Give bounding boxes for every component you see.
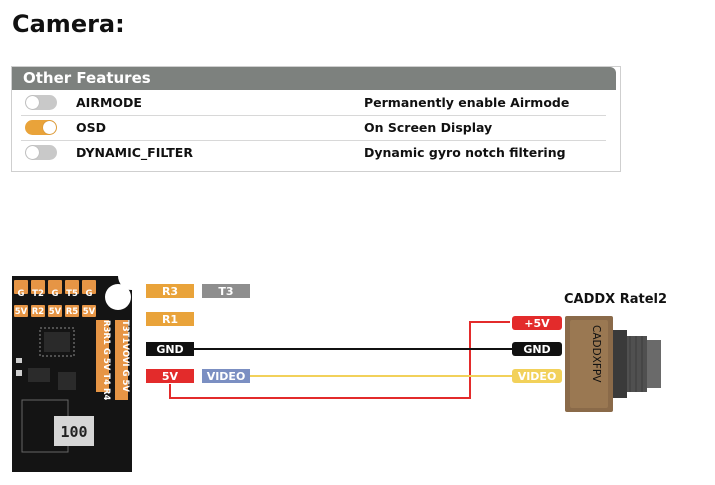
component: [28, 368, 50, 382]
pad-label: R5: [66, 307, 79, 317]
feature-toggle[interactable]: [25, 120, 57, 135]
mounting-hole: [105, 284, 131, 310]
feature-name: DYNAMIC_FILTER: [76, 145, 193, 160]
feature-description: Permanently enable Airmode: [364, 95, 570, 110]
mcu-chip: [44, 332, 70, 352]
panel-header: Other Features: [12, 67, 616, 90]
pad: [14, 305, 28, 317]
label-r3: R3: [162, 285, 178, 298]
camera-mount: [613, 330, 627, 398]
feature-row: OSD On Screen Display: [21, 116, 606, 141]
feature-description: On Screen Display: [364, 120, 493, 135]
chip-label-plate: [54, 416, 94, 446]
feature-toggle[interactable]: [25, 95, 57, 110]
wire-5v: [169, 321, 510, 399]
pad: [48, 305, 62, 317]
label-video-fc: VIDEO: [207, 370, 246, 383]
flight-controller-board: G T2 G T5 G 5V R2 5V R5 5V 100 R3R1 G 5V…: [12, 276, 132, 472]
feature-row: AIRMODE Permanently enable Airmode: [21, 91, 606, 116]
pad-label: R2: [32, 307, 45, 317]
page-title: Camera:: [12, 10, 125, 38]
component: [16, 370, 22, 376]
label-r1: R1: [162, 313, 178, 326]
side-pad-labels-top: R3R1 G 5V T4 R4: [101, 320, 111, 400]
side-pad-labels-bottom: T3T1VOVI G 5V: [120, 320, 130, 392]
pad: [82, 305, 96, 317]
toggle-knob: [43, 121, 56, 134]
feature-row: DYNAMIC_FILTER Dynamic gyro notch filteri…: [21, 141, 606, 165]
label-t3-tag: [202, 284, 250, 298]
toggle-knob: [26, 96, 39, 109]
toggle-knob: [26, 146, 39, 159]
label-video-cam-tag: [512, 369, 562, 383]
pad: [14, 280, 28, 294]
camera-title: CADDX Ratel2: [564, 292, 668, 307]
component: [16, 358, 22, 363]
pad: [82, 280, 96, 294]
label-r1-tag: [146, 312, 194, 326]
side-pad-strip: [115, 320, 128, 400]
chip-label: 100: [60, 423, 87, 441]
label-5v-fc: 5V: [162, 370, 179, 383]
camera-brand: CADDXFPV: [590, 325, 602, 383]
label-gnd-cam: GND: [523, 343, 550, 356]
pad-label: 5V: [15, 307, 28, 317]
panel-header-title: Other Features: [23, 69, 151, 87]
pad-label: 5V: [49, 307, 62, 317]
feature-name: OSD: [76, 120, 107, 135]
camera-lens: [647, 340, 661, 388]
side-pad-strip: [96, 320, 109, 392]
pad-label: T2: [32, 289, 44, 299]
pad-label: T5: [66, 289, 78, 299]
component: [58, 372, 76, 390]
label-5v-cam-tag: [512, 316, 562, 330]
label-gnd-cam-tag: [512, 342, 562, 356]
label-r3-tag: [146, 284, 194, 298]
label-5v-fc-tag: [146, 369, 194, 383]
label-video-cam: VIDEO: [518, 370, 557, 383]
feature-toggle[interactable]: [25, 145, 57, 160]
pad: [31, 305, 45, 317]
label-gnd-fc: GND: [156, 343, 183, 356]
other-features-panel: Other Features AIRMODE Permanently enable…: [11, 66, 621, 172]
camera-body-face: [570, 320, 608, 408]
feature-description: Dynamic gyro notch filtering: [364, 145, 566, 160]
pad: [65, 305, 79, 317]
feature-name: AIRMODE: [76, 95, 142, 110]
pad-label: 5V: [83, 307, 96, 317]
label-5v-cam: +5V: [524, 317, 550, 330]
pad-label: G: [18, 289, 25, 299]
pad-label: G: [86, 289, 93, 299]
pad: [65, 280, 79, 294]
mcu-outline: [39, 327, 75, 357]
pad: [31, 280, 45, 294]
label-gnd-fc-tag: [146, 342, 194, 356]
pad-label: G: [52, 289, 59, 299]
camera: CADDXFPV: [565, 316, 661, 412]
label-video-fc-tag: [202, 369, 250, 383]
pad: [48, 280, 62, 294]
label-t3: T3: [218, 285, 233, 298]
